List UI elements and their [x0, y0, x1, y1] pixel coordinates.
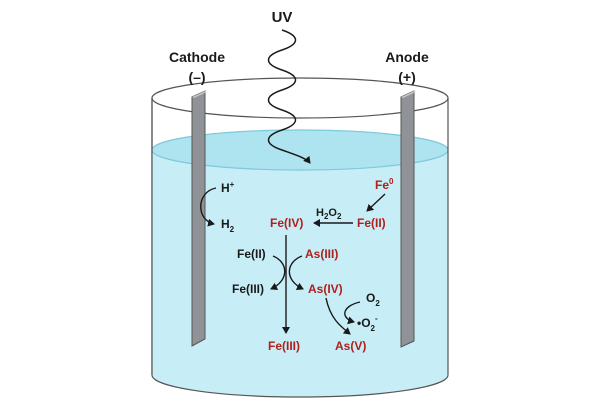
- beaker: [151, 77, 449, 398]
- cathode-label: Cathode: [169, 49, 225, 65]
- h2-label: H2: [221, 217, 235, 234]
- as-v-label: As(V): [335, 339, 366, 353]
- fe0-to-fe-ii-arrow: [366, 193, 386, 212]
- cathode-electrode: [191, 90, 207, 347]
- o2-label: O2: [366, 291, 380, 308]
- o2-to-superoxide-arrow: [344, 301, 361, 325]
- fe-ii-to-fe-iii-curve: [270, 255, 286, 291]
- superoxide-label: •O2-: [357, 314, 378, 333]
- fe-iii-mid-label: Fe(III): [232, 282, 264, 296]
- anode-electrode: [400, 90, 416, 348]
- fe0-label: Fe0: [375, 177, 394, 192]
- anode-label: Anode: [385, 49, 429, 65]
- as-iii-label: As(III): [305, 247, 338, 261]
- beaker-bottom: [151, 374, 449, 398]
- as-iii-to-as-iv-curve: [288, 255, 304, 291]
- as-iv-to-as-v-arrow: [325, 297, 351, 335]
- fe-ii-right-label: Fe(II): [357, 216, 386, 230]
- anode-sign: (+): [398, 69, 416, 85]
- uv-wave-arrow: [267, 29, 311, 164]
- cathode-sign: (–): [188, 69, 205, 85]
- h-plus-label: H+: [221, 180, 235, 195]
- water-body: [152, 150, 448, 397]
- fe-iii-bottom-label: Fe(III): [268, 339, 300, 353]
- as-iv-label: As(IV): [308, 282, 343, 296]
- uv-label: UV: [272, 9, 293, 26]
- fe-ii-left-label: Fe(II): [237, 247, 266, 261]
- h2o2-label: H2O2: [316, 207, 342, 221]
- fe-iv-label: Fe(IV): [270, 216, 303, 230]
- cathode-reduction-arrow: [200, 187, 217, 227]
